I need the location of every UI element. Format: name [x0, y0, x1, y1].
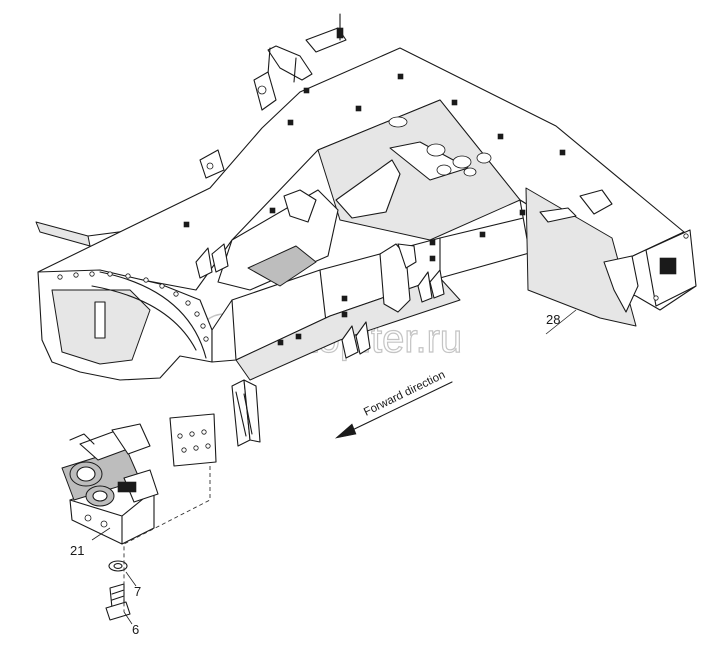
assembly-guide-line: [123, 466, 211, 612]
callout-28: 28: [546, 312, 560, 327]
forward-direction-label: Forward direction: [362, 369, 447, 419]
callout-7: 7: [134, 584, 141, 599]
callout-21: 21: [70, 543, 84, 558]
washer-part: [108, 560, 128, 572]
hydraulic-valve-block: [61, 423, 159, 545]
wall-slots: [183, 73, 566, 346]
forward-arrow-icon: [343, 381, 453, 435]
bolt-part: [105, 583, 131, 621]
forward-direction-indicator: Forward direction: [334, 369, 453, 439]
valve-mount-plate: [169, 413, 217, 467]
frame-assembly: [35, 13, 697, 467]
arch-bolt-holes: [57, 271, 209, 342]
rear-panel-28: [525, 187, 637, 327]
callout-6: 6: [132, 622, 139, 637]
